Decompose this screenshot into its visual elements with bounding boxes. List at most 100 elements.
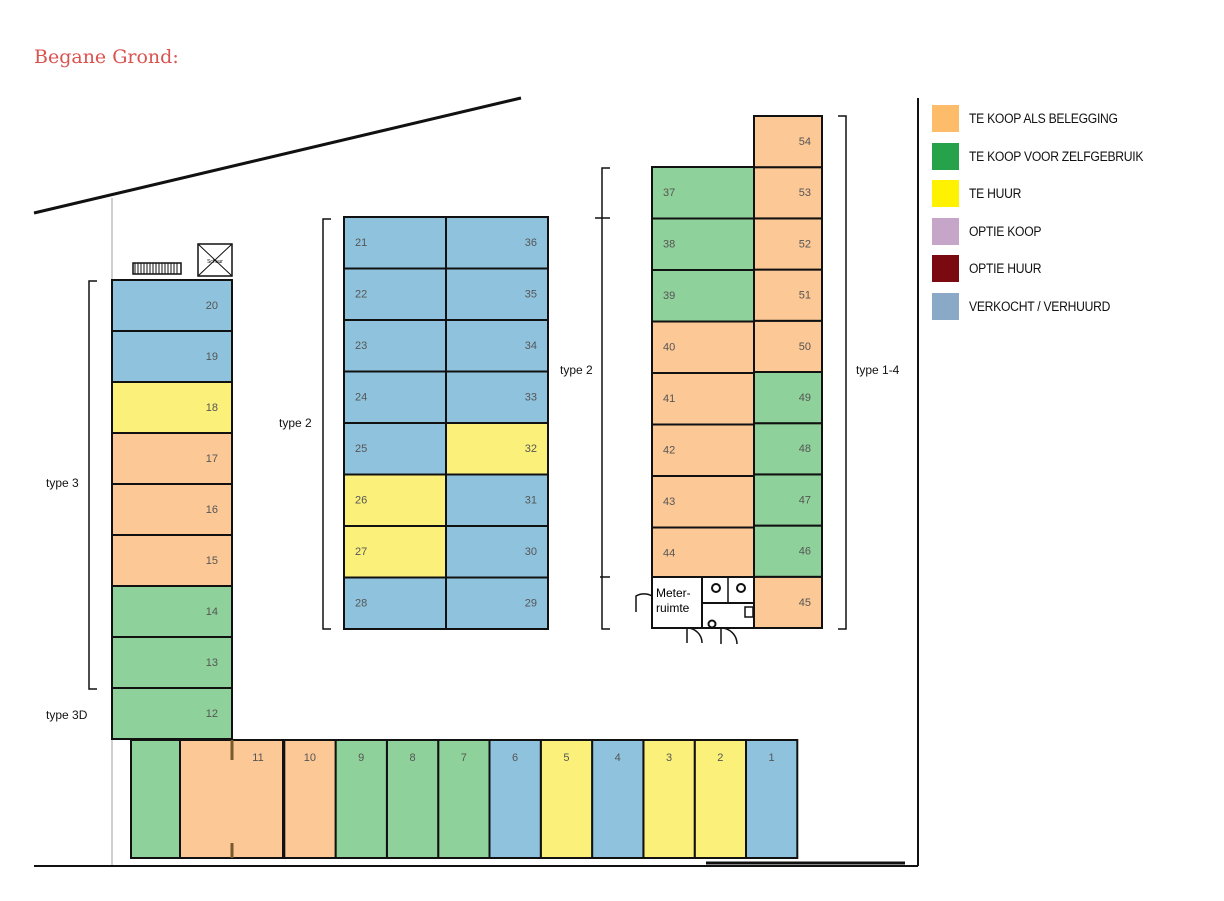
unit-box: [445, 267, 549, 321]
unit-5[interactable]: 5: [539, 739, 594, 859]
unit-number: 53: [799, 187, 811, 199]
unit-box: [753, 268, 823, 322]
unit-41[interactable]: 41: [651, 372, 755, 426]
unit-9[interactable]: 9: [334, 739, 388, 859]
unit-box: [437, 739, 491, 859]
unit-4[interactable]: 4: [591, 739, 645, 859]
unit-30[interactable]: 30: [445, 525, 549, 579]
unit-1[interactable]: 1: [745, 739, 799, 859]
unit-box: [334, 739, 388, 859]
unit-51[interactable]: 51: [753, 268, 823, 322]
type-label-right-left: type 2: [560, 363, 593, 377]
unit-52[interactable]: 52: [753, 217, 823, 271]
unit-37[interactable]: 37: [651, 166, 755, 220]
unit-36[interactable]: 36: [445, 216, 549, 270]
unit-number: 41: [663, 393, 675, 405]
unit-box: [651, 166, 755, 220]
unit-number: 11: [252, 752, 263, 764]
unit-50[interactable]: 50: [753, 319, 823, 373]
unit-number: 18: [206, 402, 218, 414]
legend-item-koop_belegging: TE KOOP ALS BELEGGING: [932, 100, 1163, 138]
unit-53[interactable]: 53: [753, 166, 823, 220]
unit-49[interactable]: 49: [753, 371, 823, 425]
unit-46[interactable]: 46: [753, 524, 823, 578]
unit-33[interactable]: 33: [445, 370, 549, 424]
unit-25[interactable]: 25: [343, 422, 447, 476]
unit-number: 44: [663, 548, 675, 560]
legend-label: VERKOCHT / VERHUURD: [969, 298, 1111, 314]
unit-8[interactable]: 8: [385, 739, 440, 859]
unit-box: [651, 423, 755, 477]
unit-box: [111, 330, 233, 383]
units-layer: 1234567891011121314151617181920212223242…: [111, 115, 823, 859]
unit-26[interactable]: 26: [343, 473, 447, 527]
unit-27[interactable]: 27: [343, 525, 447, 579]
unit-48[interactable]: 48: [753, 422, 823, 476]
unit-12-annex: [130, 739, 181, 859]
unit-number: 35: [525, 289, 537, 301]
legend-swatch: [932, 217, 959, 245]
unit-15[interactable]: 15: [111, 534, 233, 587]
unit-number: 46: [799, 546, 811, 558]
type-labels: type 3 type 3D type 2 type 2 type 1-4: [46, 363, 900, 722]
unit-box: [753, 166, 823, 220]
unit-number: 34: [525, 340, 537, 352]
unit-2[interactable]: 2: [693, 739, 748, 859]
unit-box: [283, 739, 337, 859]
unit-42[interactable]: 42: [651, 423, 755, 477]
unit-12[interactable]: 12: [111, 687, 233, 740]
unit-number: 3: [666, 752, 672, 764]
unit-box: [753, 371, 823, 425]
unit-29[interactable]: 29: [445, 576, 549, 630]
legend-swatch: [932, 105, 959, 133]
unit-box: [591, 739, 645, 859]
unit-19[interactable]: 19: [111, 330, 233, 383]
unit-number: 28: [355, 598, 367, 610]
unit-number: 25: [355, 443, 367, 455]
unit-box: [488, 739, 542, 859]
unit-21[interactable]: 21: [343, 216, 447, 270]
legend-swatch: [932, 180, 959, 208]
unit-14[interactable]: 14: [111, 585, 233, 638]
unit-43[interactable]: 43: [651, 475, 755, 529]
legend-label: OPTIE KOOP: [969, 223, 1042, 239]
unit-22[interactable]: 22: [343, 267, 447, 321]
unit-54[interactable]: 54: [753, 115, 823, 169]
unit-23[interactable]: 23: [343, 319, 447, 373]
unit-24[interactable]: 24: [343, 370, 447, 424]
unit-40[interactable]: 40: [651, 320, 755, 374]
unit-44[interactable]: 44: [651, 526, 755, 580]
unit-number: 30: [525, 546, 537, 558]
unit-47[interactable]: 47: [753, 473, 823, 527]
unit-number: 40: [663, 342, 675, 354]
unit-box: [753, 217, 823, 271]
unit-39[interactable]: 39: [651, 269, 755, 323]
unit-3[interactable]: 3: [642, 739, 696, 859]
unit-38[interactable]: 38: [651, 217, 755, 271]
unit-18[interactable]: 18: [111, 381, 233, 434]
unit-number: 5: [563, 752, 569, 764]
unit-number: 13: [206, 657, 218, 669]
unit-34[interactable]: 34: [445, 319, 549, 373]
unit-number: 45: [799, 597, 811, 609]
unit-35[interactable]: 35: [445, 267, 549, 321]
unit-45[interactable]: 45: [753, 575, 823, 629]
legend-item-verkocht: VERKOCHT / VERHUURD: [932, 288, 1163, 326]
storage-label: Schuur: [207, 259, 223, 265]
unit-16[interactable]: 16: [111, 483, 233, 536]
unit-number: 47: [799, 494, 811, 506]
unit-number: 50: [799, 341, 811, 353]
unit-number: 38: [663, 239, 675, 251]
unit-28[interactable]: 28: [343, 576, 447, 630]
unit-7[interactable]: 7: [437, 739, 491, 859]
unit-20[interactable]: 20: [111, 279, 233, 332]
unit-17[interactable]: 17: [111, 432, 233, 485]
unit-6[interactable]: 6: [488, 739, 542, 859]
unit-13[interactable]: 13: [111, 636, 233, 689]
legend-item-huur: TE HUUR: [932, 175, 1163, 213]
unit-10[interactable]: 10: [283, 739, 337, 859]
unit-number: 2: [717, 752, 723, 764]
unit-32[interactable]: 32: [445, 422, 549, 476]
unit-31[interactable]: 31: [445, 473, 549, 527]
